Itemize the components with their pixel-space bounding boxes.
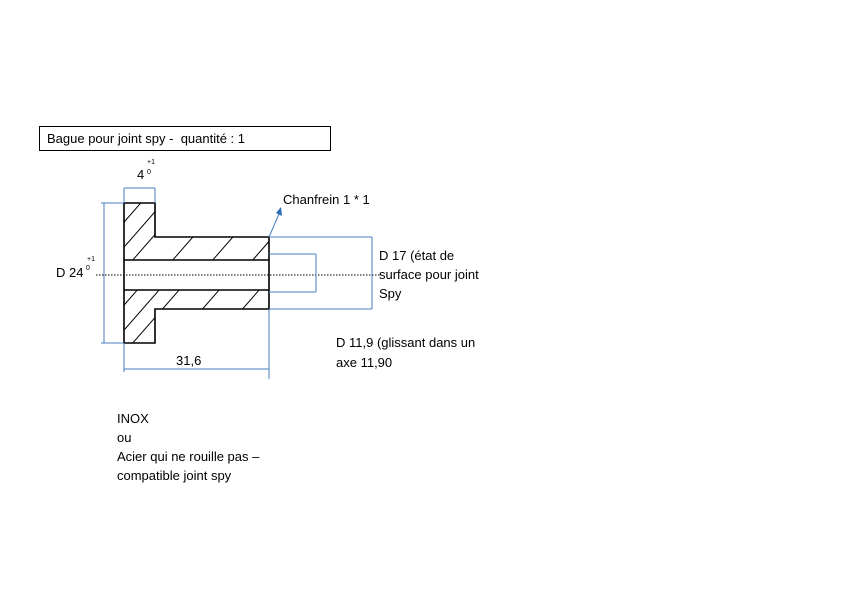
outer-diameter-tolerance-lower: 0 [86, 265, 90, 272]
dimension-lines [101, 187, 373, 379]
d17-note-line1: D 17 (état de [379, 248, 455, 263]
flange-width-tolerance-lower: 0 [147, 169, 151, 176]
length-label: 31,6 [176, 353, 202, 368]
title-box: Bague pour joint spy - quantité : 1 [39, 126, 331, 151]
flange-width-label: 4 [137, 167, 145, 182]
chamfer-leader [268, 207, 282, 238]
d119-note-line1: D 11,9 (glissant dans un [336, 335, 476, 350]
material-line4: compatible joint spy [117, 468, 232, 483]
chamfer-label: Chanfrein 1 * 1 [283, 192, 370, 207]
d17-note-line3: Spy [379, 286, 402, 301]
d119-note-line2: axe 11,90 [336, 355, 393, 370]
material-line3: Acier qui ne rouille pas – [117, 449, 260, 464]
part-outline [123, 202, 270, 344]
material-line2: ou [117, 430, 132, 445]
flange-width-tolerance-upper: +1 [147, 159, 155, 166]
d17-note-line2: surface pour joint [379, 267, 479, 282]
outer-diameter-label: D 24 [56, 265, 84, 280]
outer-diameter-tolerance-upper: +1 [87, 256, 95, 263]
material-line1: INOX [117, 411, 149, 426]
section-hatching-lower [124, 290, 269, 343]
